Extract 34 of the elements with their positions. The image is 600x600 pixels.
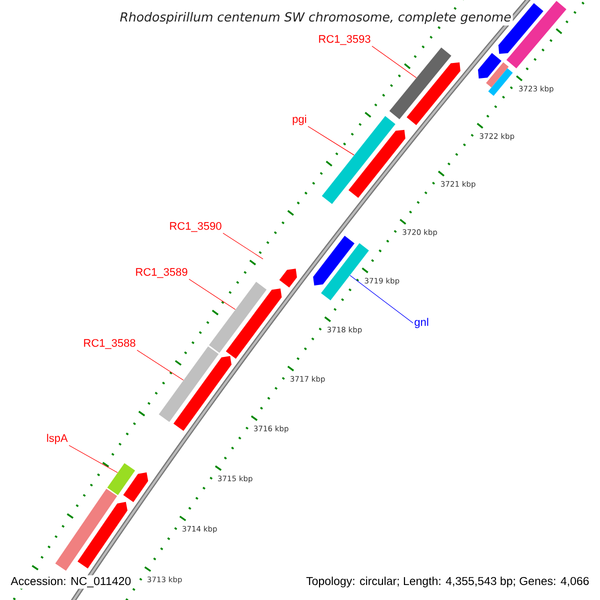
title: Rhodospirillum centenum SW chromosome, complete genome (118, 10, 513, 26)
topology-text: Topology: circular; Length: 4,355,543 bp; Genes: 4,066 (304, 575, 591, 589)
gene-bar (486, 62, 509, 88)
gene-bar (123, 472, 148, 502)
gene-bar (158, 346, 219, 422)
leader-line (68, 445, 118, 473)
gene-label: RC1_3588 (84, 339, 136, 349)
gene-label: lspA (47, 434, 68, 444)
gene-bar (173, 356, 232, 431)
gene-bar (313, 236, 354, 286)
gene-bar (55, 488, 118, 571)
accession-text: Accession: NC_011420 (9, 575, 133, 589)
gene-bar (389, 48, 452, 120)
gene-bar (348, 130, 406, 198)
leader-line (308, 126, 354, 156)
gene-label: RC1_3589 (136, 268, 188, 278)
gene-label: pgi (292, 114, 306, 126)
gene-bar (107, 463, 136, 496)
gene-bar (279, 268, 297, 288)
leader-line (136, 350, 184, 380)
gene-bar (322, 116, 396, 204)
gene-bar (78, 502, 128, 568)
leader-line (350, 275, 414, 324)
leader-line (188, 278, 236, 310)
gene-label: RC1_3590 (170, 222, 222, 232)
gene-bar (478, 52, 502, 78)
gene-bar (226, 288, 282, 359)
gene-label: RC1_3593 (319, 35, 370, 45)
leader-line (222, 232, 264, 260)
gene-bar (488, 68, 513, 96)
gene-bar (406, 62, 460, 126)
gene-bar (208, 282, 267, 353)
gene-label: gnl (414, 318, 428, 328)
leader-line (372, 46, 417, 78)
